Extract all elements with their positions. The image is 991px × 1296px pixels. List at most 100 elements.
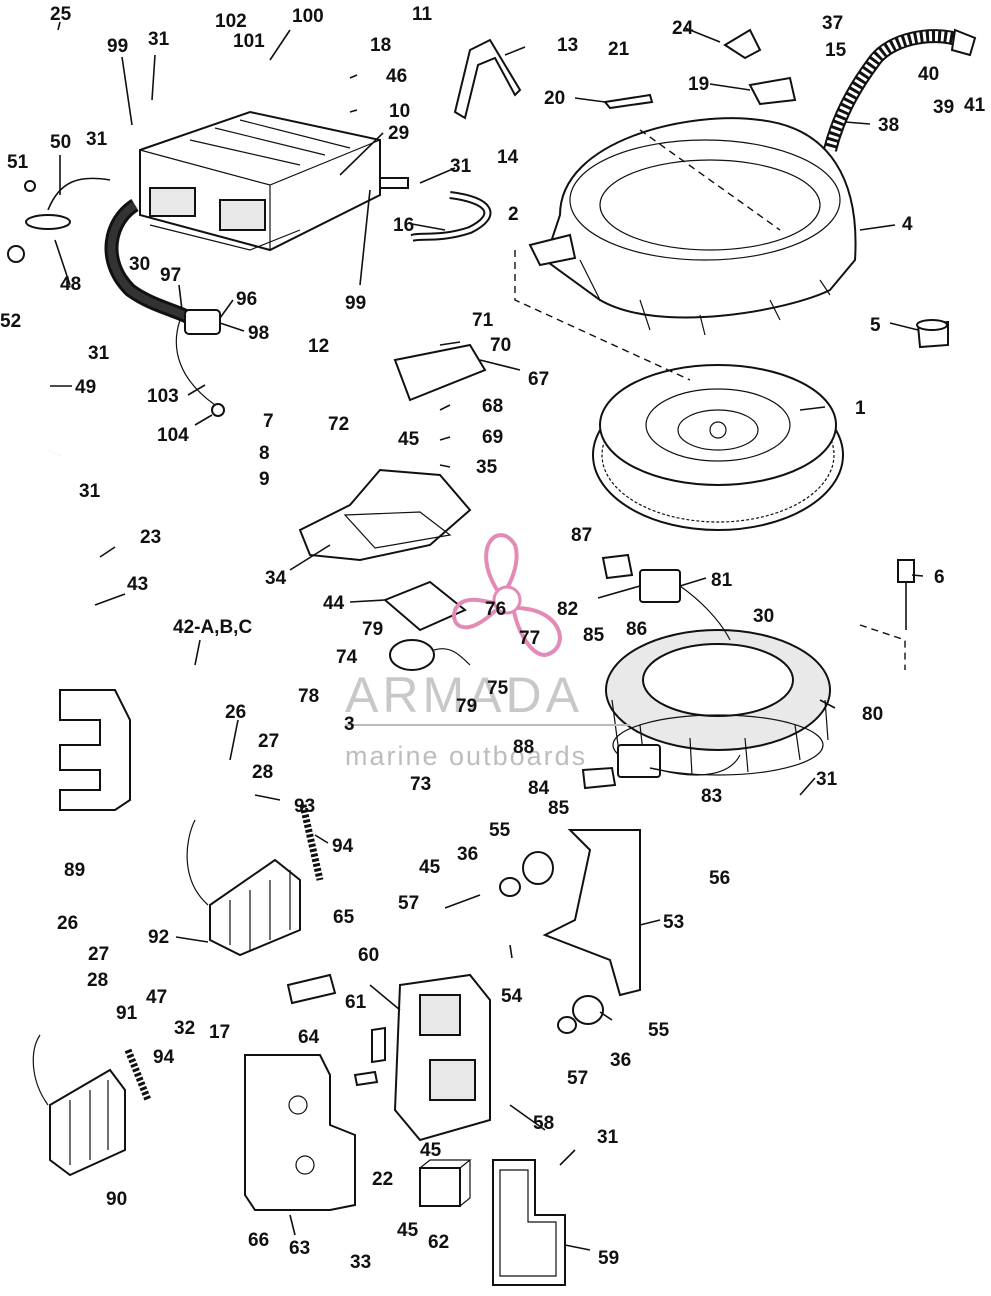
callout-label: 17 bbox=[209, 1022, 230, 1043]
callout-label: 60 bbox=[358, 945, 379, 966]
callout-label: 14 bbox=[497, 147, 519, 168]
callout-label: 18 bbox=[370, 35, 391, 56]
callout-label: 31 bbox=[816, 769, 838, 790]
callout-label: 49 bbox=[75, 377, 96, 398]
callout-label: 73 bbox=[410, 774, 431, 795]
callout-label: 31 bbox=[450, 156, 472, 177]
callout-label: 3 bbox=[344, 714, 355, 735]
callout-label: 30 bbox=[753, 606, 774, 627]
callout-label: 52 bbox=[0, 311, 21, 332]
callout-label: 67 bbox=[528, 369, 549, 390]
callout-label: 42-A,B,C bbox=[173, 617, 252, 638]
callout-label: 30 bbox=[129, 254, 150, 275]
flywheel bbox=[592, 364, 844, 531]
callout-label: 98 bbox=[248, 323, 269, 344]
callout-label: 58 bbox=[533, 1113, 554, 1134]
callout-label: 79 bbox=[362, 619, 383, 640]
callout-label: 24 bbox=[672, 18, 694, 39]
callout-label: 31 bbox=[79, 481, 101, 502]
callout-label: 11 bbox=[412, 4, 433, 25]
callout-label: 82 bbox=[557, 599, 578, 620]
propeller-logo-icon bbox=[452, 533, 562, 658]
leader-lines bbox=[50, 21, 924, 1251]
callout-label: 31 bbox=[86, 129, 108, 150]
callout-label: 53 bbox=[663, 912, 684, 933]
callout-label: 27 bbox=[88, 944, 109, 965]
callout-label: 46 bbox=[386, 66, 407, 87]
callout-label: 92 bbox=[148, 927, 169, 948]
callout-label: 51 bbox=[7, 152, 29, 173]
callout-label: 6 bbox=[934, 567, 945, 588]
callout-label: 4 bbox=[902, 214, 913, 235]
callout-label: 39 bbox=[933, 97, 954, 118]
callout-label: 37 bbox=[822, 13, 843, 34]
callout-label: 15 bbox=[825, 40, 847, 61]
callout-label: 43 bbox=[127, 574, 148, 595]
callout-label: 55 bbox=[489, 820, 511, 841]
callout-label: 99 bbox=[107, 36, 128, 57]
callout-label: 41 bbox=[964, 95, 986, 116]
callout-label: 87 bbox=[571, 525, 592, 546]
callout-label: 85 bbox=[583, 625, 605, 646]
callout-label: 35 bbox=[476, 457, 498, 478]
callout-label: 61 bbox=[345, 992, 367, 1013]
callout-label: 79 bbox=[456, 696, 477, 717]
callout-label: 91 bbox=[116, 1003, 138, 1024]
callout-label: 12 bbox=[308, 336, 329, 357]
watermark: ARMADA marine outboards bbox=[345, 533, 630, 771]
callout-label: 32 bbox=[174, 1018, 195, 1039]
callout-label: 85 bbox=[548, 798, 570, 819]
callout-label: 74 bbox=[336, 647, 358, 668]
callout-label: 5 bbox=[870, 315, 881, 336]
callout-label: 13 bbox=[557, 35, 578, 56]
callout-label: 19 bbox=[688, 74, 709, 95]
callout-label: 9 bbox=[259, 469, 270, 490]
callout-label: 10 bbox=[389, 101, 410, 122]
callout-label: 29 bbox=[388, 123, 409, 144]
callout-label: 28 bbox=[87, 970, 108, 991]
callout-label: 57 bbox=[567, 1068, 588, 1089]
callout-label: 68 bbox=[482, 396, 503, 417]
part-drawings bbox=[7, 27, 977, 1286]
callout-label: 94 bbox=[332, 836, 354, 857]
callout-label: 78 bbox=[298, 686, 319, 707]
callout-label: 54 bbox=[501, 986, 523, 1007]
watermark-brand: ARMADA bbox=[345, 667, 583, 723]
callout-label: 16 bbox=[393, 215, 414, 236]
callout-label: 45 bbox=[398, 429, 420, 450]
callout-label: 89 bbox=[64, 860, 85, 881]
callout-label: 8 bbox=[259, 443, 270, 464]
callout-label: 56 bbox=[709, 868, 730, 889]
callout-label: 96 bbox=[236, 289, 257, 310]
callout-label: 77 bbox=[519, 628, 540, 649]
callout-label: 45 bbox=[419, 857, 441, 878]
callout-label: 48 bbox=[60, 274, 81, 295]
callout-label: 64 bbox=[298, 1027, 320, 1048]
callout-label: 83 bbox=[701, 786, 722, 807]
callout-label: 36 bbox=[610, 1050, 631, 1071]
callout-label: 45 bbox=[397, 1220, 419, 1241]
callout-label: 86 bbox=[626, 619, 647, 640]
callout-label: 33 bbox=[350, 1252, 371, 1273]
callout-label: 84 bbox=[528, 778, 550, 799]
callout-label: 36 bbox=[457, 844, 478, 865]
callout-label: 50 bbox=[50, 132, 71, 153]
callout-label: 20 bbox=[544, 88, 565, 109]
watermark-tagline: marine outboards bbox=[345, 741, 587, 771]
callout-label: 104 bbox=[157, 425, 189, 446]
ecu-module bbox=[139, 110, 409, 252]
callout-label: 31 bbox=[597, 1127, 619, 1148]
callout-label: 57 bbox=[398, 893, 419, 914]
callout-label: 99 bbox=[345, 293, 366, 314]
callout-label: 62 bbox=[428, 1232, 449, 1253]
callout-label: 31 bbox=[148, 29, 170, 50]
callout-label: 90 bbox=[106, 1189, 127, 1210]
callout-label: 34 bbox=[265, 568, 287, 589]
callout-label: 59 bbox=[598, 1248, 619, 1269]
assembly-lines bbox=[514, 129, 906, 670]
callout-label: 97 bbox=[160, 265, 181, 286]
callout-label: 102 bbox=[215, 11, 247, 32]
callout-label: 22 bbox=[372, 1169, 393, 1190]
callout-label: 70 bbox=[490, 335, 511, 356]
